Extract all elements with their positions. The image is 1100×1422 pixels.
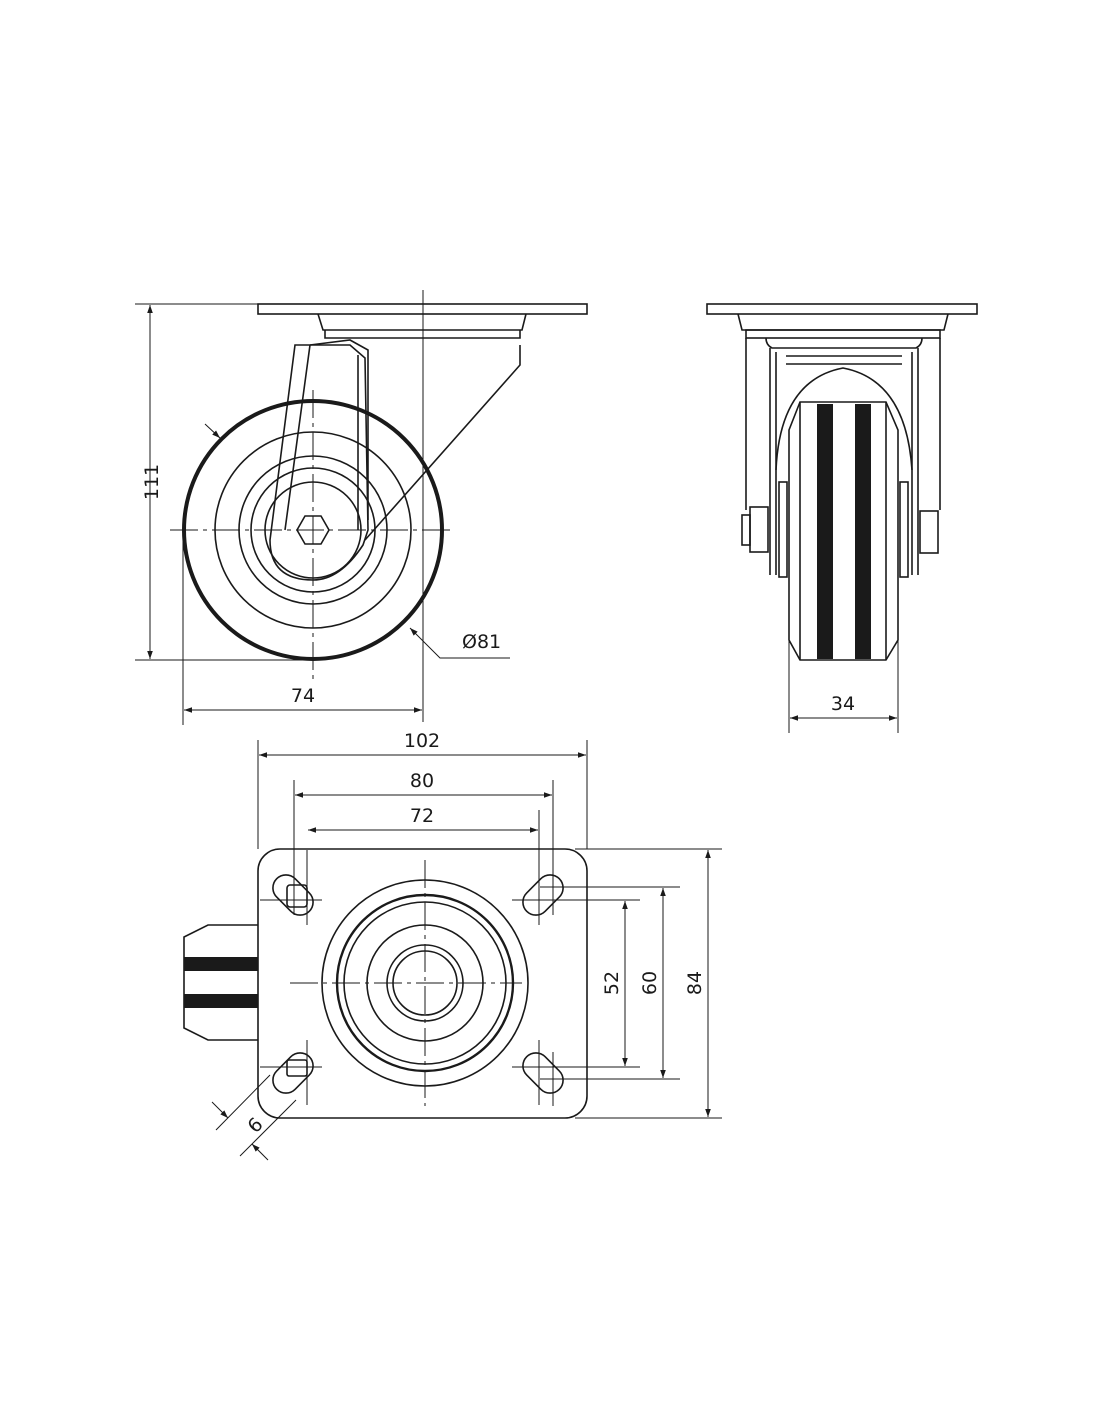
dim-offset: 74 <box>291 685 315 707</box>
dim-hole-spacing-outer-y: 60 <box>639 971 661 995</box>
dim-slot-width: 9 <box>242 1112 266 1136</box>
dim-wheel-diameter: Ø81 <box>462 631 501 653</box>
top-view: 102 80 72 52 60 84 9 <box>183 730 722 1161</box>
dim-height: 111 <box>141 464 163 500</box>
dim-hole-spacing-inner-y: 52 <box>601 971 623 995</box>
wheel-front <box>788 401 899 661</box>
dim-hole-spacing-inner-x: 72 <box>410 805 434 827</box>
dim-plate-width: 84 <box>684 971 706 995</box>
front-view: 34 <box>706 303 978 733</box>
dim-hole-spacing-outer-x: 80 <box>410 770 434 792</box>
dim-plate-length: 102 <box>404 730 440 752</box>
dim-wheel-width: 34 <box>831 693 855 715</box>
side-view: 111 74 Ø81 <box>135 290 588 725</box>
